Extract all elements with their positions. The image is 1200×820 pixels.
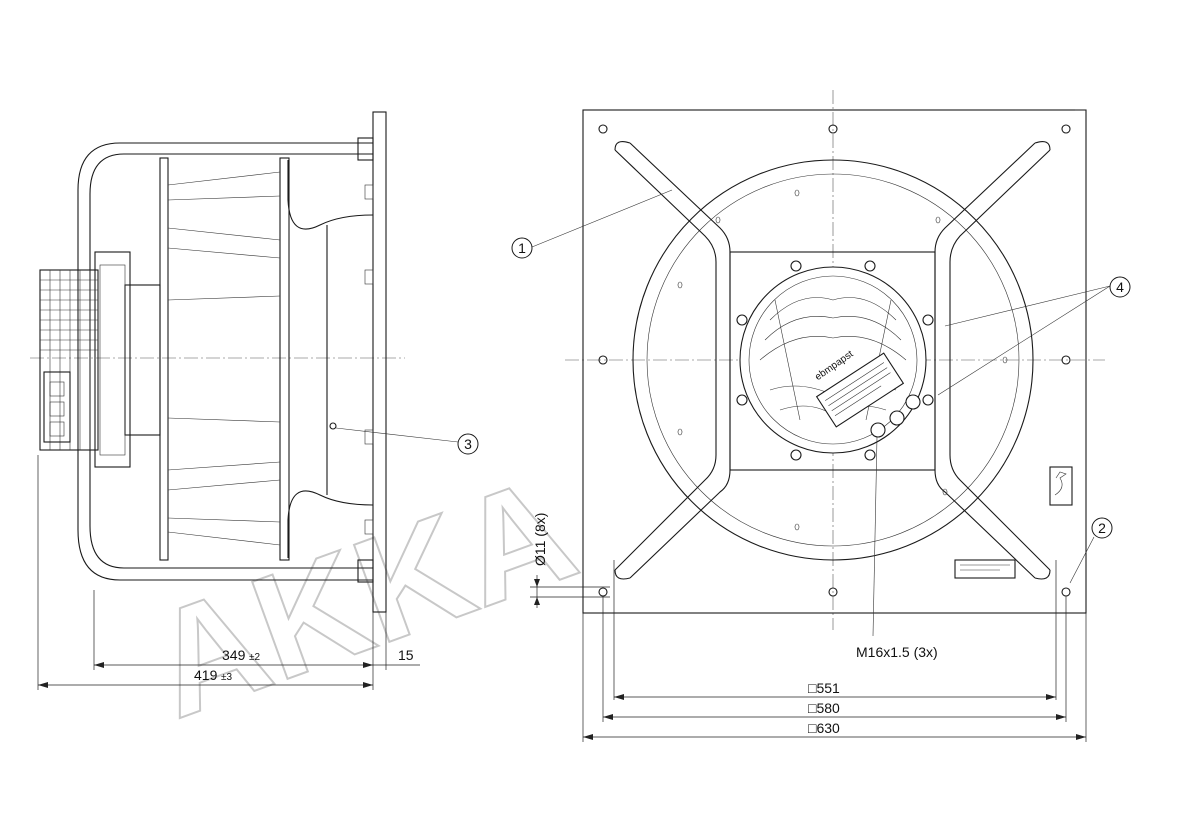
svg-text:2: 2 — [1098, 520, 1106, 536]
svg-text:AKKA: AKKA — [130, 443, 595, 749]
dim-15: 15 — [398, 647, 414, 663]
motor-fins — [40, 270, 98, 450]
dim-419: 419 — [194, 667, 218, 683]
callout-1: 1 — [511, 237, 533, 259]
thread-label: M16x1.5 (3x) — [856, 644, 938, 660]
svg-text:1: 1 — [518, 240, 526, 256]
support-rods — [614, 141, 1051, 580]
dim-630: □630 — [808, 720, 840, 736]
motor-bolts — [736, 260, 934, 461]
front-view: ebmpapst — [511, 90, 1131, 742]
callout-3: 3 — [457, 433, 479, 455]
dim-419-tol: ±3 — [221, 672, 232, 683]
dim-551: □551 — [808, 680, 840, 696]
watermark: AKKA — [129, 442, 596, 750]
side-view: 3 349 ±2 419 ±3 15 — [30, 111, 479, 690]
dim-349: 349 — [222, 647, 246, 663]
dim-349-tol: ±2 — [249, 652, 260, 663]
callout-2: 2 — [1091, 517, 1113, 539]
motor-housing: ebmpapst — [739, 266, 927, 454]
svg-text:4: 4 — [1116, 279, 1124, 295]
svg-text:3: 3 — [464, 436, 472, 452]
dim-580: □580 — [808, 700, 840, 716]
callout-4: 4 — [1109, 276, 1131, 298]
hole-dim: Ø11 (8x) — [532, 513, 548, 566]
